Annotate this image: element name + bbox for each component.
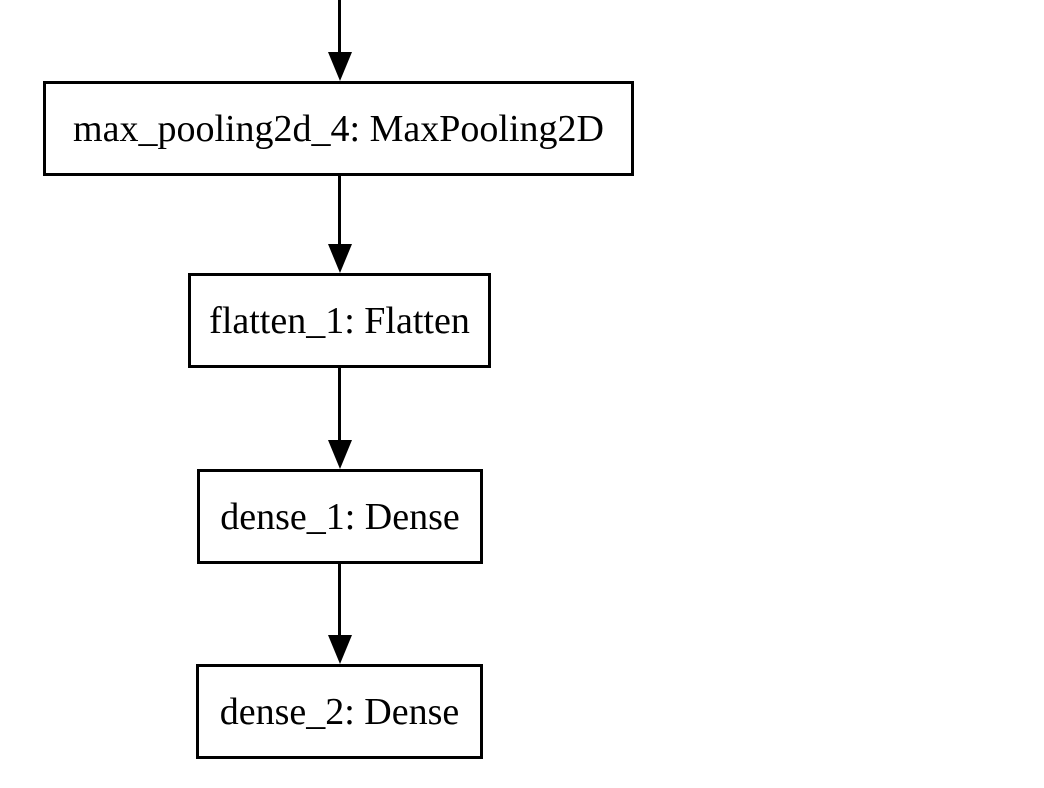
arrowhead-down-icon	[328, 635, 352, 664]
arrowhead-down-icon	[328, 52, 352, 81]
node-label: max_pooling2d_4: MaxPooling2D	[73, 107, 604, 150]
node-label: flatten_1: Flatten	[209, 299, 470, 342]
arrowhead-down-icon	[328, 440, 352, 469]
arrowhead-down-icon	[328, 244, 352, 273]
edge-maxpooling-to-flatten-line	[338, 176, 341, 246]
node-dense-1: dense_1: Dense	[197, 469, 483, 564]
edge-flatten-to-dense1-line	[338, 368, 341, 442]
edge-dense1-to-dense2-line	[338, 564, 341, 637]
node-label: dense_1: Dense	[220, 495, 460, 538]
edge-incoming-line	[338, 0, 341, 54]
node-dense-2: dense_2: Dense	[196, 664, 483, 759]
node-max-pooling2d-4: max_pooling2d_4: MaxPooling2D	[43, 81, 634, 176]
node-flatten-1: flatten_1: Flatten	[188, 273, 491, 368]
node-label: dense_2: Dense	[219, 690, 460, 733]
